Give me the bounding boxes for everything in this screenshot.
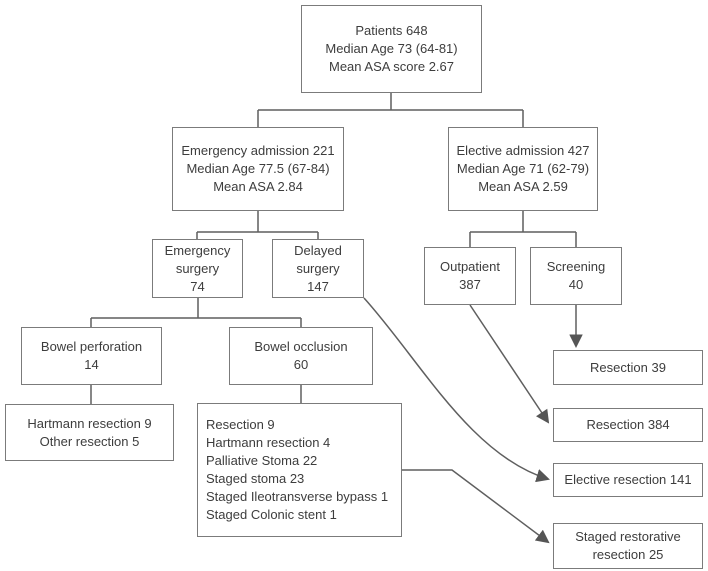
- node-staged-restorative-resection-line: Staged restorative: [575, 529, 681, 544]
- node-emergency-surgery-line: 74: [190, 278, 205, 294]
- node-elective-resection-line: Elective resection 141: [564, 472, 692, 487]
- node-patients-line: Patients 648: [355, 23, 428, 38]
- node-occlusion-outcomes-line: Hartmann resection 4: [206, 435, 331, 450]
- node-screening: Screening 40: [530, 247, 622, 305]
- node-elective-admission: Elective admission 427 Median Age 71 (62…: [448, 127, 598, 211]
- connector-delayed-to-elective-resection-arrow: [363, 297, 550, 483]
- connector-patients-split: [257, 93, 524, 127]
- node-bowel-perforation-line: 14: [84, 357, 99, 372]
- node-screening-line: Screening: [546, 259, 606, 274]
- node-outpatient-resection: Resection 384: [553, 408, 703, 442]
- node-outpatient-line: 387: [459, 277, 481, 292]
- node-bowel-perforation: Bowel perforation 14: [21, 327, 162, 385]
- connector-outpatient-to-resection384-arrow: [469, 304, 550, 424]
- node-delayed-surgery-line: Delayed: [294, 242, 342, 258]
- connector-occlusion-outcomes-to-staged-arrow: [402, 469, 550, 544]
- node-outpatient: Outpatient 387: [424, 247, 516, 305]
- node-delayed-surgery-line: 147: [307, 278, 329, 294]
- node-bowel-occlusion-line: Bowel occlusion: [254, 339, 348, 354]
- node-occlusion-outcomes-line: Palliative Stoma 22: [206, 453, 318, 468]
- node-bowel-perforation-line: Bowel perforation: [40, 339, 143, 354]
- node-occlusion-outcomes-line: Staged Colonic stent 1: [206, 507, 337, 522]
- node-screening-line: 40: [568, 277, 584, 292]
- node-outpatient-line: Outpatient: [440, 259, 500, 274]
- node-emergency-surgery: Emergency surgery 74: [152, 239, 243, 298]
- node-patients: Patients 648 Median Age 73 (64-81) Mean …: [301, 5, 482, 93]
- node-emergency-surgery-line: Emergency: [164, 242, 231, 258]
- node-delayed-surgery: Delayed surgery 147: [272, 239, 364, 298]
- node-emergency-surgery-line: surgery: [175, 260, 220, 276]
- node-delayed-surgery-line: surgery: [296, 260, 340, 276]
- node-occlusion-outcomes: Resection 9 Hartmann resection 4 Palliat…: [197, 403, 402, 537]
- node-emergency-admission-line: Mean ASA 2.84: [213, 179, 303, 194]
- node-elective-admission-line: Mean ASA 2.59: [478, 179, 568, 194]
- node-emergency-admission-line: Median Age 77.5 (67-84): [186, 161, 330, 176]
- node-perforation-outcomes-line: Other resection 5: [39, 433, 140, 449]
- connector-elective-admission-split: [469, 211, 577, 247]
- node-elective-admission-line: Median Age 71 (62-79): [456, 161, 590, 176]
- node-bowel-occlusion-line: 60: [293, 357, 309, 372]
- node-elective-resection: Elective resection 141: [553, 463, 703, 497]
- node-occlusion-outcomes-line: Staged Ileotransverse bypass 1: [206, 489, 389, 504]
- node-emergency-admission: Emergency admission 221 Median Age 77.5 …: [172, 127, 344, 211]
- node-bowel-occlusion: Bowel occlusion 60: [229, 327, 373, 385]
- node-screening-resection-line: Resection 39: [590, 359, 666, 375]
- node-patients-line: Mean ASA score 2.67: [328, 59, 455, 74]
- node-elective-admission-line: Elective admission 427: [456, 143, 590, 158]
- node-outpatient-resection-line: Resection 384: [586, 417, 670, 432]
- node-screening-resection: Resection 39: [553, 350, 703, 385]
- node-perforation-outcomes-line: Hartmann resection 9: [27, 415, 152, 431]
- connector-emergency-admission-split: [196, 211, 319, 239]
- node-staged-restorative-resection: Staged restorative resection 25: [553, 523, 703, 569]
- node-occlusion-outcomes-line: Resection 9: [206, 417, 275, 432]
- connector-emergency-surgery-split: [90, 298, 302, 327]
- node-occlusion-outcomes-line: Staged stoma 23: [206, 471, 305, 486]
- node-staged-restorative-resection-line: resection 25: [592, 547, 664, 562]
- node-perforation-outcomes: Hartmann resection 9 Other resection 5: [5, 404, 174, 461]
- node-patients-line: Median Age 73 (64-81): [325, 41, 458, 56]
- node-emergency-admission-line: Emergency admission 221: [181, 143, 335, 158]
